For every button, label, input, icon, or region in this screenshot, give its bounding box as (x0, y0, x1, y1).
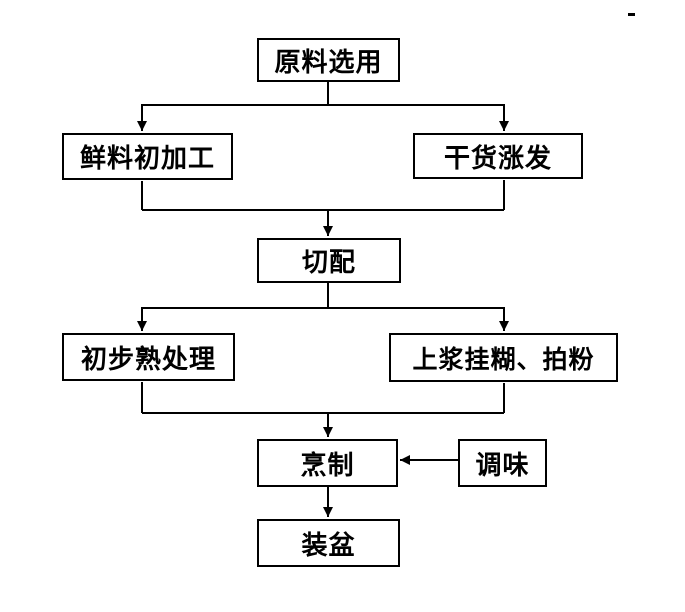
node-seasoning: 调味 (458, 439, 547, 487)
node-dried-goods-rehydration: 干货涨发 (413, 133, 583, 179)
node-cooking: 烹制 (257, 439, 398, 487)
node-coating-battering-dusting: 上浆挂糊、拍粉 (389, 333, 618, 382)
edge-cutting-split (137, 283, 509, 331)
node-cutting-and-pairing: 切配 (257, 238, 401, 283)
edge-merge-to-cutting (141, 180, 505, 236)
node-plating: 装盆 (257, 519, 400, 567)
edge-merge-to-cooking (141, 382, 505, 437)
edge-raw-material-split (137, 82, 509, 131)
stray-dash-mark (628, 13, 635, 16)
node-fresh-ingredient-prep: 鲜料初加工 (62, 133, 233, 180)
node-raw-material-selection: 原料选用 (257, 38, 400, 82)
node-preliminary-heat-treatment: 初步熟处理 (62, 333, 235, 381)
